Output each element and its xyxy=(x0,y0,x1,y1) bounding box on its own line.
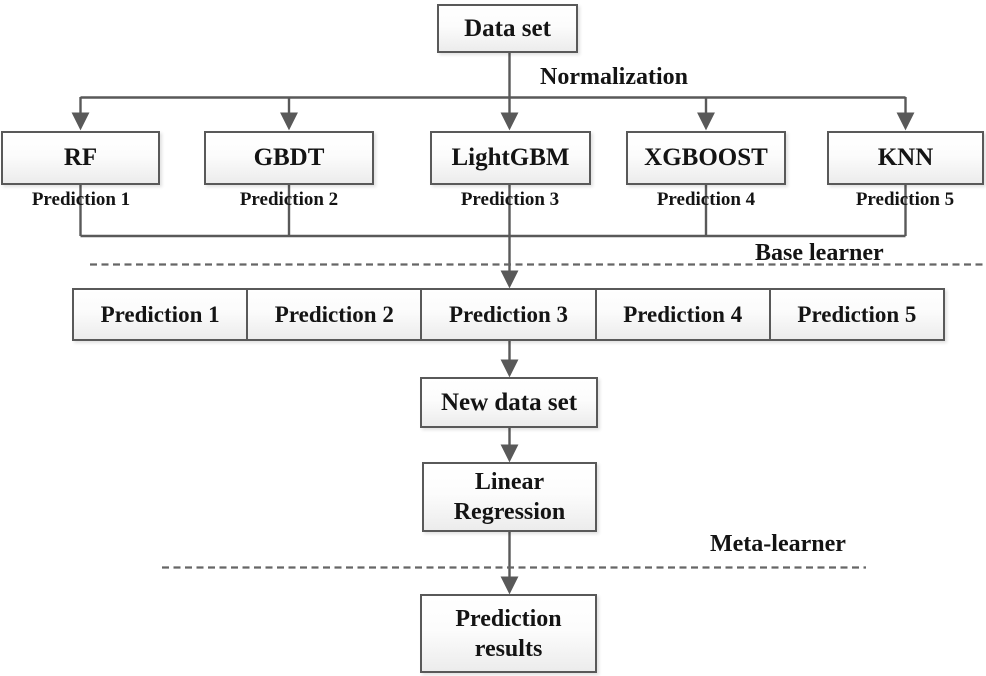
meta-learner-section-label: Meta-learner xyxy=(710,531,846,557)
base-learner-section-label: Base learner xyxy=(755,240,884,266)
dataset-label: Data set xyxy=(464,14,551,42)
linear-regression-label: Linear Regression xyxy=(453,469,566,525)
learner-prediction-label-3: Prediction 3 xyxy=(460,189,560,210)
learner-box-gbdt: GBDT xyxy=(204,131,374,185)
learner-label: RF xyxy=(63,144,98,172)
prediction-results-label: Prediction results xyxy=(455,605,562,662)
learner-prediction-label-2: Prediction 2 xyxy=(239,189,339,210)
learner-prediction-label-1: Prediction 1 xyxy=(31,189,131,210)
prediction-results-box: Prediction results xyxy=(420,594,597,673)
learner-label: KNN xyxy=(877,144,934,172)
prediction-strip: Prediction 1 Prediction 2 Prediction 3 P… xyxy=(72,288,945,341)
prediction-strip-cell-5: Prediction 5 xyxy=(797,301,917,327)
normalization-label: Normalization xyxy=(540,64,688,90)
linear-regression-box: Linear Regression xyxy=(422,462,597,532)
learner-box-xgboost: XGBOOST xyxy=(626,131,786,185)
prediction-strip-cell-2: Prediction 2 xyxy=(248,290,423,339)
prediction-strip-cell-1: Prediction 1 xyxy=(74,290,249,339)
new-dataset-label: New data set xyxy=(440,388,578,416)
learner-label: GBDT xyxy=(253,144,325,172)
learner-box-rf: RF xyxy=(1,131,160,185)
learner-label: LightGBM xyxy=(451,144,570,172)
learner-box-knn: KNN xyxy=(827,131,984,185)
prediction-strip-cell-3: Prediction 3 xyxy=(422,290,597,339)
learner-label: XGBOOST xyxy=(644,144,768,172)
learner-prediction-label-5: Prediction 5 xyxy=(855,189,955,210)
learner-box-lightgbm: LightGBM xyxy=(430,131,591,185)
learner-prediction-label-4: Prediction 4 xyxy=(656,189,756,210)
prediction-strip-cell-4: Prediction 4 xyxy=(597,290,771,339)
new-dataset-box: New data set xyxy=(420,377,598,428)
dataset-box: Data set xyxy=(437,4,578,53)
